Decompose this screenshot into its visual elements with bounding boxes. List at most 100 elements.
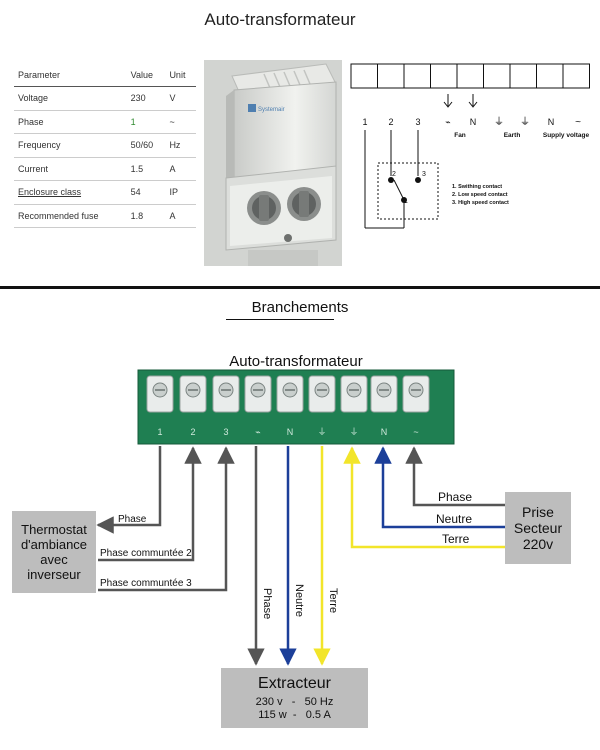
wire-label: Neutre <box>293 584 305 617</box>
board-label: 3 <box>223 427 228 437</box>
terminal-box <box>403 63 431 89</box>
section-title-underline <box>226 319 334 320</box>
brand-logo-text: Systemair <box>258 107 285 113</box>
switch-number: 3 <box>422 171 426 178</box>
spec-value: 1.5 <box>126 157 166 181</box>
spec-param: Frequency <box>14 133 127 158</box>
supply-voltage-label: Supply voltage <box>543 132 590 139</box>
wire-label: Terre <box>442 532 470 546</box>
table-row: Recommended fuse 1.8 A <box>14 204 196 228</box>
spec-unit: ~ <box>165 110 196 134</box>
table-row: Voltage 230 V <box>14 86 196 111</box>
wire-prise-phase <box>405 446 505 507</box>
prise-line: 220v <box>522 536 554 552</box>
thermostat-line: inverseur <box>27 567 81 582</box>
terminal-number: 2 <box>388 117 393 127</box>
thermostat-line: Thermostat <box>21 522 87 537</box>
wire-thermo-p2 <box>98 446 202 562</box>
terminal-block <box>244 375 272 413</box>
terminal-block <box>370 375 398 413</box>
table-row: Enclosure class 54 IP <box>14 180 196 205</box>
terminal-blocks <box>146 375 430 413</box>
switch-contacts <box>388 177 421 203</box>
spec-table: Parameter Value Unit Voltage 230 V Phase… <box>14 64 196 228</box>
board-title: Auto-transformateur <box>229 353 362 370</box>
fan-arrows <box>443 94 478 108</box>
thermostat-line: avec <box>40 552 68 567</box>
terminal-box <box>377 63 405 89</box>
spec-header: Value <box>126 64 166 87</box>
terminal-block <box>340 375 368 413</box>
earth-symbol: ⏚ <box>494 116 504 128</box>
extracteur-spec: 115 w - 0.5 A <box>258 708 331 721</box>
spec-value: 1 <box>126 110 166 134</box>
section-title: Branchements <box>251 299 349 316</box>
spec-unit: IP <box>165 180 196 205</box>
switch-wiring <box>364 130 439 229</box>
spec-unit: A <box>165 157 196 181</box>
board-label: 2 <box>190 427 195 437</box>
spec-param: Voltage <box>14 86 127 111</box>
extracteur-box: Extracteur 230 v - 50 Hz 115 w - 0.5 A <box>221 668 368 728</box>
spec-value: 230 <box>126 86 166 111</box>
extracteur-wires <box>247 446 331 666</box>
terminal-block <box>179 375 207 413</box>
earth-symbol: ⏚ <box>520 116 530 128</box>
wire-label: Phase communtée 3 <box>100 578 192 589</box>
table-row: Frequency 50/60 Hz <box>14 133 196 158</box>
wire-label: Phase <box>438 490 472 504</box>
terminal-symbol: N <box>548 117 555 127</box>
spec-param-link[interactable]: Enclosure class <box>14 180 127 205</box>
terminal-symbol: N <box>470 117 477 127</box>
prise-line: Secteur <box>513 520 563 536</box>
wire-prise-neutre <box>374 446 505 529</box>
terminal-symbol: ⌁ <box>445 117 450 127</box>
wire-thermo-phase <box>96 446 162 534</box>
terminal-block <box>308 375 336 413</box>
terminal-box <box>562 63 590 89</box>
board-label: ⌁ <box>255 427 260 437</box>
top-title: Auto-transformateur <box>204 10 356 29</box>
board-label: 1 <box>157 427 162 437</box>
prise-wires <box>343 446 505 549</box>
terminal-block <box>276 375 304 413</box>
legend-item: 1. Swithing contact <box>452 184 502 190</box>
product-photo: Systemair <box>204 60 342 266</box>
extracteur-title: Extracteur <box>258 674 331 692</box>
terminal-symbol: ~ <box>575 117 581 128</box>
section-divider <box>0 286 600 289</box>
table-row: Phase 1 ~ <box>14 110 196 134</box>
wire-label: Phase <box>118 514 147 525</box>
extracteur-spec: 230 v - 50 Hz <box>255 695 334 708</box>
fan-label: Fan <box>454 132 466 139</box>
board-label: ⏚ <box>317 427 326 437</box>
switch-number: 2 <box>392 171 396 178</box>
terminal-strip <box>350 63 590 89</box>
board-label: ⏚ <box>349 427 358 437</box>
thermostat-line: d'ambiance <box>20 537 88 552</box>
spec-param: Phase <box>14 110 127 134</box>
prise-secteur-box: Prise Secteur 220v <box>505 492 571 564</box>
prise-line: Prise <box>522 504 554 520</box>
terminal-block <box>402 375 430 413</box>
spec-header-row: Parameter Value Unit <box>14 64 196 87</box>
terminal-box <box>536 63 564 89</box>
legend-item: 3. High speed contact <box>452 200 509 206</box>
spec-param: Recommended fuse <box>14 204 127 228</box>
wire-prise-terre <box>343 446 505 549</box>
terminal-number: 1 <box>362 117 367 127</box>
thermostat-wires <box>96 446 235 592</box>
wire-label: Phase <box>261 588 273 619</box>
earth-label: Earth <box>504 132 521 139</box>
terminal-box <box>456 63 484 89</box>
spec-header: Unit <box>165 64 196 87</box>
spec-value: 50/60 <box>126 133 166 158</box>
terminal-number: 3 <box>415 117 420 127</box>
board-label: ~ <box>413 427 418 437</box>
wiring-schematic: 1 2 3 ⌁ N ⏚ ⏚ N ~ Fan Earth Supply volta… <box>350 63 590 229</box>
spec-value: 54 <box>126 180 166 205</box>
wire-label: Neutre <box>436 512 472 526</box>
spec-param: Current <box>14 157 127 181</box>
product-illustration: Systemair <box>204 60 342 266</box>
